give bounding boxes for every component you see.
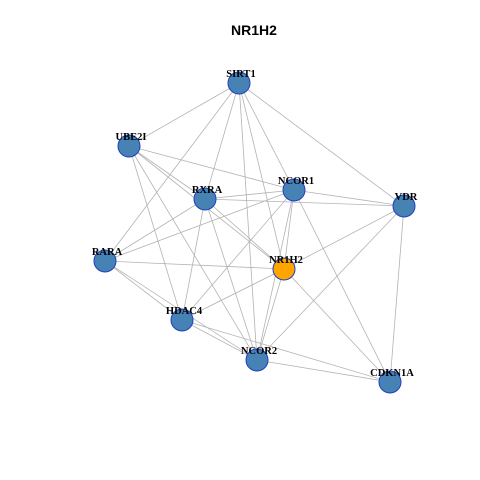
node-label: SIRT1 bbox=[226, 69, 255, 80]
node-rxra[interactable]: RXRA bbox=[192, 185, 223, 211]
node-label: HDAC4 bbox=[166, 306, 203, 317]
node-circle[interactable] bbox=[245, 348, 269, 372]
node-label: VDR bbox=[395, 192, 418, 203]
edge-sirt1-vdr bbox=[238, 82, 405, 207]
edge-ube2i-ncor2 bbox=[128, 145, 258, 361]
node-label: CDKN1A bbox=[370, 368, 414, 379]
node-rara[interactable]: RARA bbox=[92, 247, 123, 273]
edge-rara-nr1h2 bbox=[104, 260, 285, 270]
node-circle[interactable] bbox=[193, 187, 217, 211]
node-ncor2[interactable]: NCOR2 bbox=[241, 346, 277, 372]
edge-vdr-ncor2 bbox=[256, 205, 405, 361]
edge-sirt1-nr1h2 bbox=[238, 82, 285, 270]
edge-ube2i-rxra bbox=[128, 145, 206, 200]
edge-ube2i-hdac4 bbox=[128, 145, 183, 321]
edge-vdr-cdkn1a bbox=[389, 205, 405, 383]
node-circle[interactable] bbox=[392, 194, 416, 218]
edge-nr1h2-hdac4 bbox=[181, 268, 285, 321]
edge-ncor1-rara bbox=[104, 189, 295, 262]
node-ube2i[interactable]: UBE2I bbox=[116, 132, 147, 158]
edge-rara-hdac4 bbox=[104, 260, 183, 321]
diagram-title: NR1H2 bbox=[231, 22, 277, 38]
node-label: RXRA bbox=[192, 185, 223, 196]
node-label: RARA bbox=[92, 247, 123, 258]
edge-hdac4-cdkn1a bbox=[181, 319, 391, 383]
edge-sirt1-ube2i bbox=[128, 82, 240, 147]
node-circle[interactable] bbox=[117, 134, 141, 158]
edge-ncor1-nr1h2 bbox=[283, 189, 295, 270]
edge-nr1h2-ncor2 bbox=[256, 268, 285, 361]
node-label: NCOR1 bbox=[278, 176, 314, 187]
edge-ncor1-hdac4 bbox=[181, 189, 295, 321]
edge-rxra-ncor1 bbox=[204, 189, 295, 200]
edge-vdr-nr1h2 bbox=[283, 205, 405, 270]
node-ncor1[interactable]: NCOR1 bbox=[278, 176, 314, 202]
edge-rxra-vdr bbox=[204, 198, 405, 207]
edge-sirt1-ncor2 bbox=[238, 82, 258, 361]
node-nr1h2[interactable]: NR1H2 bbox=[269, 255, 303, 281]
node-label: NCOR2 bbox=[241, 346, 277, 357]
edge-ncor2-cdkn1a bbox=[256, 359, 391, 383]
node-circle[interactable] bbox=[272, 257, 296, 281]
node-circle[interactable] bbox=[170, 308, 194, 332]
edge-sirt1-rara bbox=[104, 82, 240, 262]
edge-rxra-rara bbox=[104, 198, 206, 262]
edge-layer bbox=[104, 82, 405, 383]
edge-sirt1-rxra bbox=[204, 82, 240, 200]
node-label: NR1H2 bbox=[269, 255, 303, 266]
edge-ncor1-cdkn1a bbox=[293, 189, 391, 383]
node-label: UBE2I bbox=[116, 132, 147, 143]
node-circle[interactable] bbox=[93, 249, 117, 273]
edge-ncor1-vdr bbox=[293, 189, 405, 207]
edge-rxra-hdac4 bbox=[181, 198, 206, 321]
edge-ube2i-ncor1 bbox=[128, 145, 295, 191]
node-circle[interactable] bbox=[378, 370, 402, 394]
edge-sirt1-ncor1 bbox=[238, 82, 295, 191]
edge-nr1h2-cdkn1a bbox=[283, 268, 391, 383]
node-hdac4[interactable]: HDAC4 bbox=[166, 306, 203, 332]
edge-hdac4-ncor2 bbox=[181, 319, 258, 361]
node-sirt1[interactable]: SIRT1 bbox=[226, 69, 256, 95]
edge-rxra-nr1h2 bbox=[204, 198, 285, 270]
node-circle[interactable] bbox=[282, 178, 306, 202]
edge-rxra-ncor2 bbox=[204, 198, 258, 361]
node-cdkn1a[interactable]: CDKN1A bbox=[370, 368, 414, 394]
node-circle[interactable] bbox=[227, 71, 251, 95]
node-vdr[interactable]: VDR bbox=[392, 192, 418, 218]
